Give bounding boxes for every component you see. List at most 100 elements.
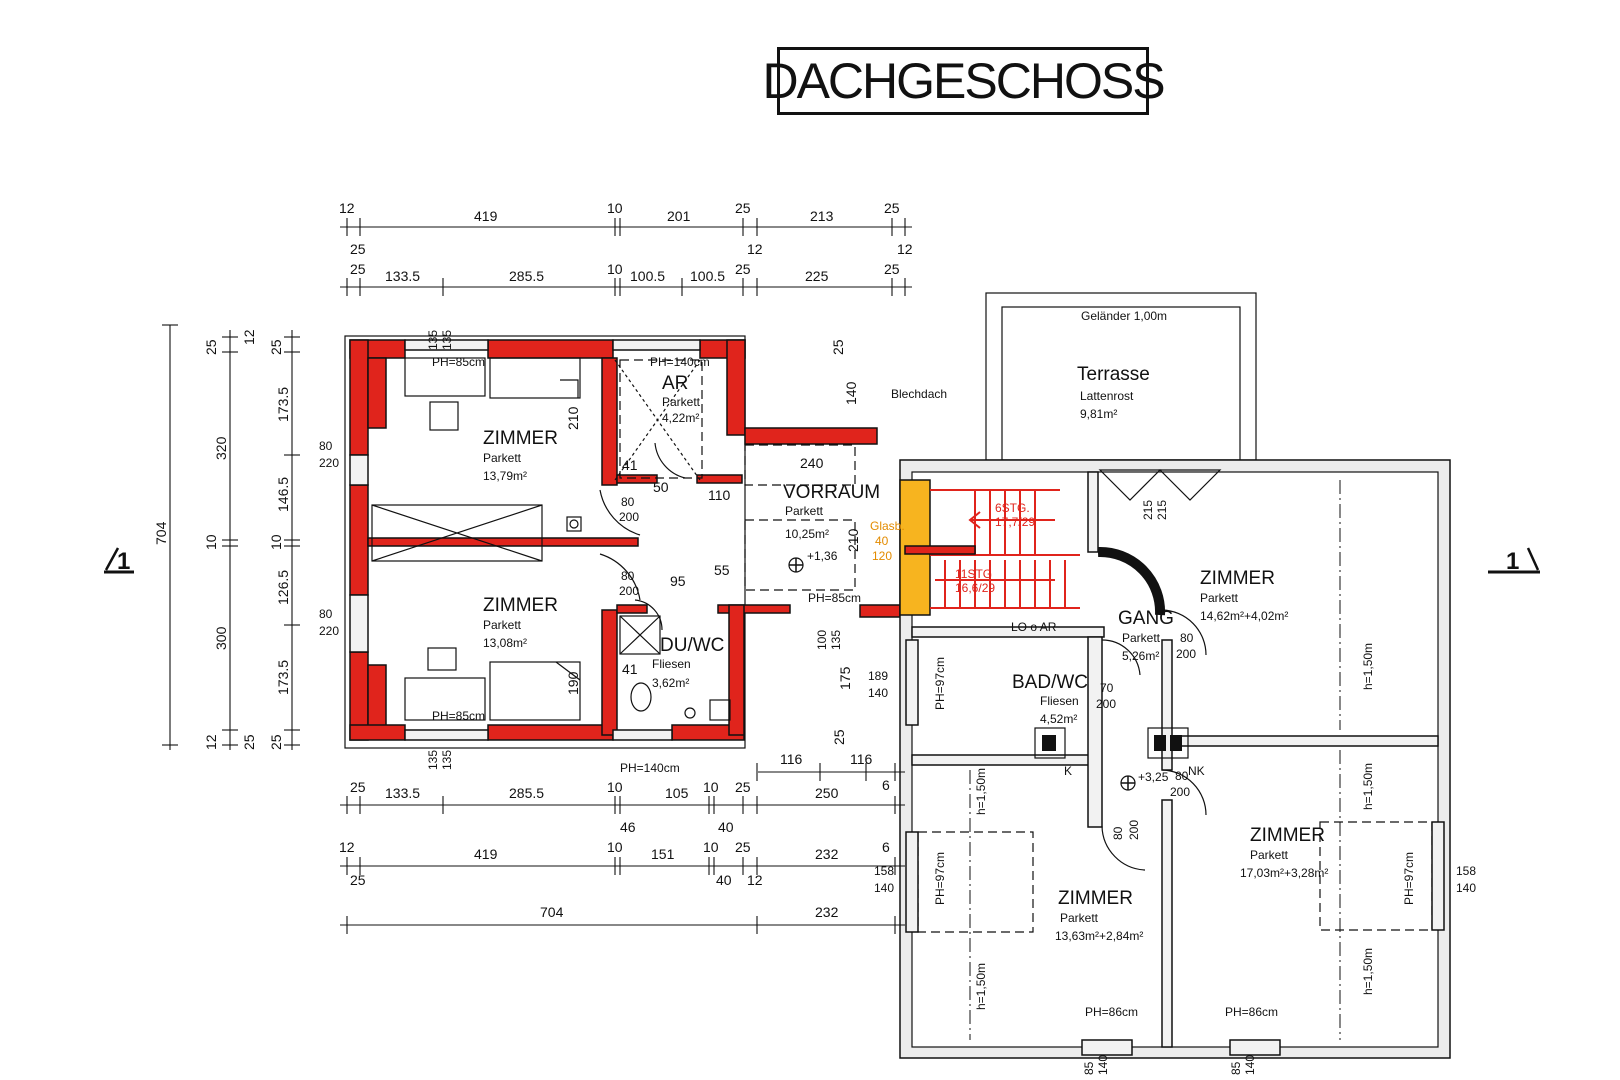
dim-label: 10 (203, 534, 219, 550)
svg-text:4,22m²: 4,22m² (662, 411, 699, 425)
svg-text:140: 140 (843, 381, 859, 405)
dim-label: 25 (268, 734, 284, 750)
svg-text:17,03m²+3,28m²: 17,03m²+3,28m² (1240, 866, 1328, 880)
svg-text:175: 175 (837, 666, 853, 690)
dim-label: 116 (780, 751, 803, 767)
svg-text:200: 200 (1096, 697, 1116, 711)
dim-label: 10 (703, 779, 719, 795)
dim-label: 419 (474, 208, 498, 224)
svg-text:h=1,50m: h=1,50m (974, 768, 988, 815)
svg-text:PH=85cm: PH=85cm (808, 591, 861, 605)
svg-text:140: 140 (874, 881, 894, 895)
svg-text:140: 140 (1243, 1055, 1257, 1075)
dim-label: 12 (339, 200, 355, 216)
svg-text:200: 200 (619, 510, 639, 524)
dim-label: 285.5 (509, 785, 544, 801)
svg-text:PH=97cm: PH=97cm (933, 852, 947, 905)
svg-text:40: 40 (875, 534, 889, 548)
dim-label: 12 (241, 329, 257, 345)
svg-text:9,81m²: 9,81m² (1080, 407, 1117, 421)
svg-text:80: 80 (621, 495, 635, 509)
dim-label: 10 (607, 261, 623, 277)
dim-label: 173.5 (275, 387, 291, 422)
east-wing: 6STG. 17,7/29 11STG 16,6/29 Glasb. 40 12… (870, 459, 1451, 1059)
svg-text:LO o AR: LO o AR (1011, 620, 1057, 634)
left-dimensions: 704 25 320 10 300 12 12 25 173.5 146.5 1… (153, 324, 339, 750)
dim-label: 225 (805, 268, 829, 284)
dim-label: 10 (607, 200, 623, 216)
svg-text:190: 190 (565, 671, 581, 695)
svg-text:14,62m²+4,02m²: 14,62m²+4,02m² (1200, 609, 1288, 623)
dim-label: 704 (153, 521, 169, 545)
svg-text:80: 80 (621, 569, 635, 583)
svg-text:PH=140cm: PH=140cm (650, 355, 710, 369)
dim-label: 25 (350, 241, 366, 257)
svg-text:6STG.: 6STG. (995, 501, 1030, 515)
svg-text:Parkett: Parkett (1250, 848, 1289, 862)
svg-text:200: 200 (1176, 647, 1196, 661)
svg-text:55: 55 (714, 562, 730, 578)
dim-label: 12 (897, 241, 913, 257)
dim-label: 25 (735, 779, 751, 795)
room-name: BAD/WC (1012, 672, 1088, 693)
dim-label: 10 (268, 534, 284, 550)
dim-label: 105 (665, 785, 689, 801)
dim-label: 46 (620, 819, 636, 835)
svg-text:Fliesen: Fliesen (652, 657, 691, 671)
dim-label: 25 (350, 779, 366, 795)
dim-label: 232 (815, 846, 839, 862)
svg-text:PH=86cm: PH=86cm (1225, 1005, 1278, 1019)
svg-text:Parkett: Parkett (1122, 631, 1161, 645)
dim-label: 25 (831, 729, 847, 745)
dim-label: 25 (350, 872, 366, 888)
west-wing-labels: PH=85cm PH=85cm PH=140cm PH=140cm ZIMMER… (426, 330, 947, 775)
room-name: AR (662, 373, 688, 394)
svg-text:135: 135 (426, 750, 440, 770)
svg-text:80: 80 (1175, 769, 1189, 783)
svg-text:PH=86cm: PH=86cm (1085, 1005, 1138, 1019)
room-name: ZIMMER (1200, 568, 1275, 589)
svg-text:Blechdach: Blechdach (891, 387, 947, 401)
dim-label: 12 (339, 839, 355, 855)
svg-text:85: 85 (1082, 1061, 1096, 1075)
room-name: ZIMMER (1058, 888, 1133, 909)
svg-text:PH=85cm: PH=85cm (432, 355, 485, 369)
dim-label: 232 (815, 904, 839, 920)
svg-text:Parkett: Parkett (662, 395, 701, 409)
dim-label: 25 (203, 339, 219, 355)
svg-text:80: 80 (1111, 826, 1125, 840)
dim-label: 12 (203, 734, 219, 750)
room-name: VORRAUM (783, 482, 880, 503)
svg-text:215: 215 (1141, 500, 1155, 520)
dim-label: 6 (882, 777, 890, 793)
svg-text:215: 215 (1155, 500, 1169, 520)
svg-text:110: 110 (708, 487, 731, 503)
svg-text:135: 135 (829, 630, 843, 650)
room-name: GANG (1118, 608, 1174, 629)
svg-text:11STG: 11STG (955, 567, 992, 581)
section-mark-right: 1 (1488, 547, 1540, 575)
svg-text:189: 189 (868, 669, 888, 683)
dim-label: 133.5 (385, 785, 420, 801)
svg-text:135: 135 (440, 750, 454, 770)
svg-text:210: 210 (845, 528, 861, 552)
svg-text:h=1,50m: h=1,50m (974, 963, 988, 1010)
dim-label: 133.5 (385, 268, 420, 284)
svg-text:PH=97cm: PH=97cm (1402, 852, 1416, 905)
svg-text:41: 41 (622, 457, 638, 473)
svg-text:158: 158 (874, 864, 894, 878)
svg-text:h=1,50m: h=1,50m (1361, 948, 1375, 995)
svg-text:PH=85cm: PH=85cm (432, 709, 485, 723)
svg-text:h=1,50m: h=1,50m (1361, 643, 1375, 690)
section-mark-left: 1 (104, 547, 134, 575)
room-name: DU/WC (660, 635, 724, 656)
drawing-title: DACHGESCHOSS (762, 47, 1166, 115)
svg-text:135: 135 (440, 330, 454, 350)
svg-text:1: 1 (117, 548, 130, 575)
svg-text:240: 240 (800, 455, 824, 471)
dim-label: 126.5 (275, 570, 291, 605)
svg-text:PH=97cm: PH=97cm (933, 657, 947, 710)
dim-label: 220 (319, 456, 339, 470)
dim-label: 250 (815, 785, 839, 801)
